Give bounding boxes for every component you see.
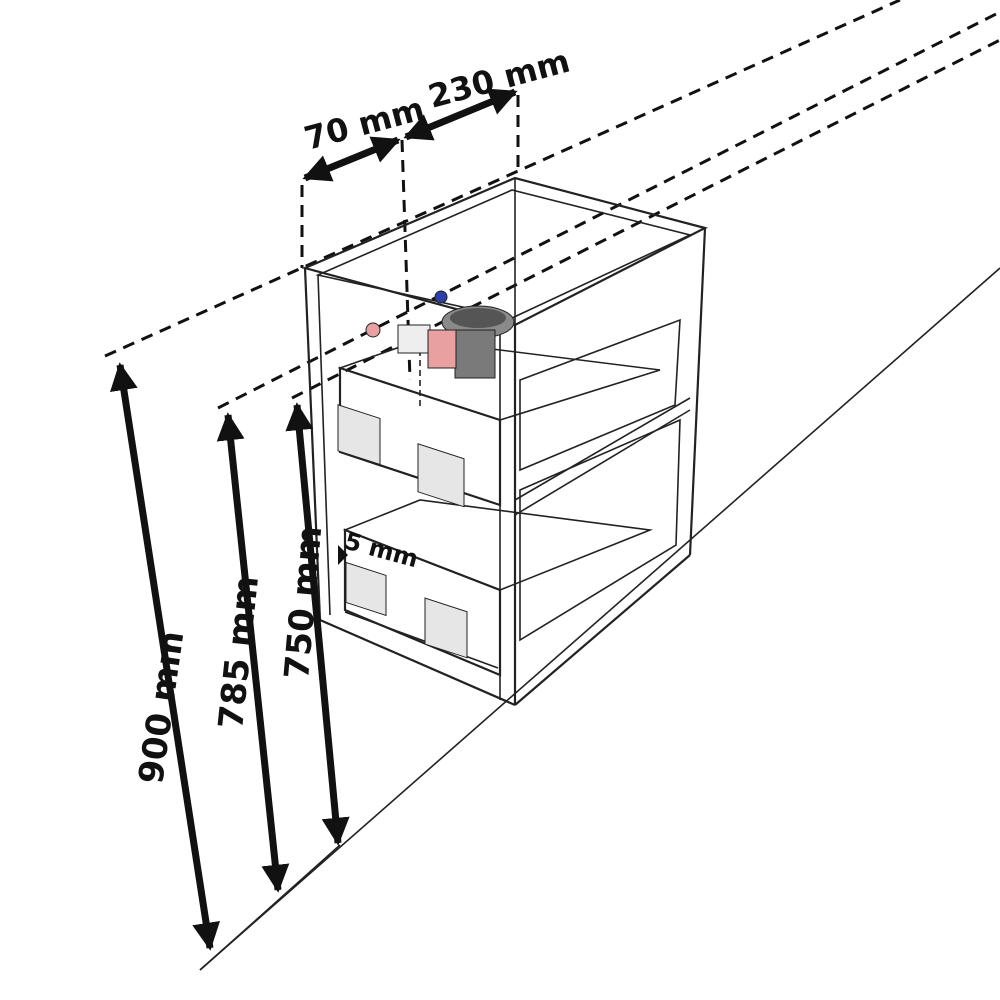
dimension-arrow-70	[302, 136, 401, 182]
dimension-arrow-230	[403, 88, 518, 141]
label-width-right: 230 mm	[424, 42, 574, 116]
ref-line-900	[104, 0, 901, 358]
dimension-arrow-900	[110, 362, 220, 951]
dimension-arrow-785	[216, 412, 290, 893]
hinge-plate	[417, 443, 465, 508]
ref-line-785	[217, 10, 1000, 410]
cold-water-valve	[434, 290, 448, 304]
hinge-plate	[345, 561, 387, 617]
hinge-plate	[337, 404, 381, 466]
siphon	[397, 305, 515, 379]
floor-line-wall	[199, 844, 341, 971]
label-width-left: 70 mm	[300, 89, 428, 157]
ref-line-750	[291, 38, 1000, 400]
dimension-arrow-750	[285, 402, 350, 846]
hinge-plate	[424, 597, 468, 659]
hot-water-valve	[365, 322, 381, 338]
floor-line	[199, 267, 1000, 971]
cabinet	[301, 176, 709, 707]
